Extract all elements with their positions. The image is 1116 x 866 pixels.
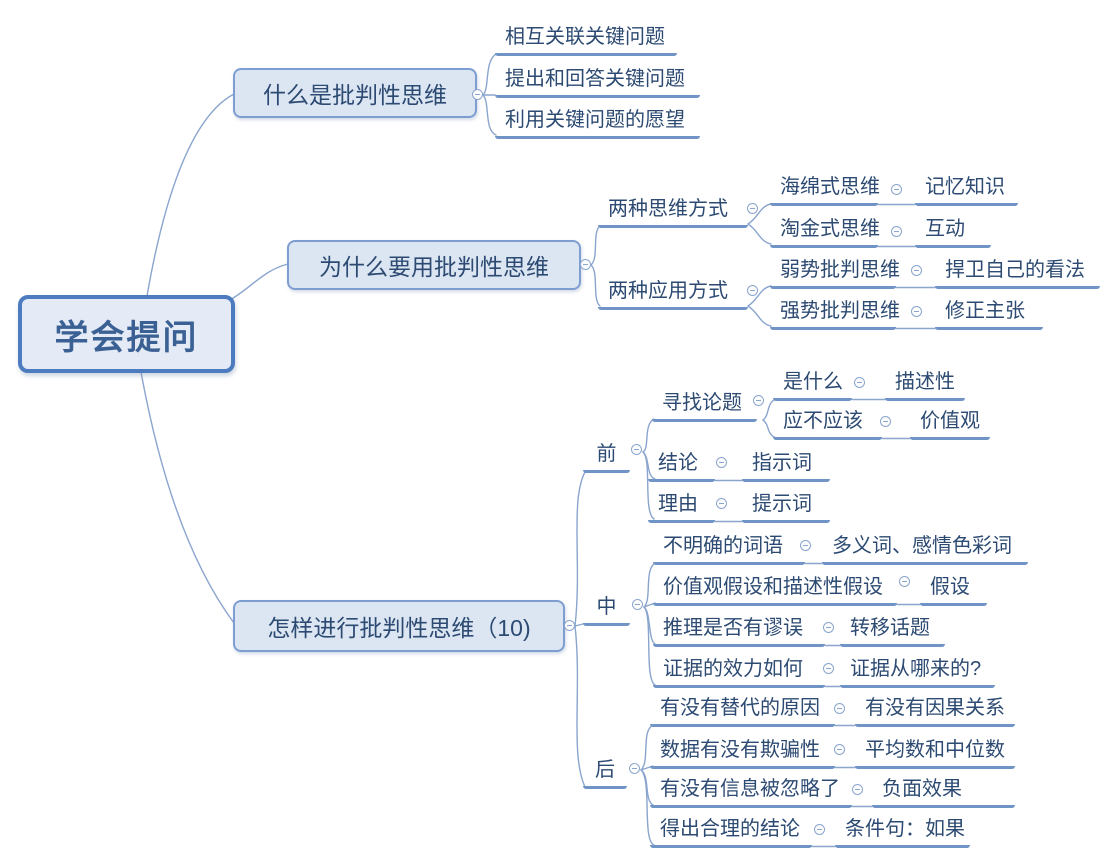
- node-gold-panning-thinking[interactable]: 淘金式思维: [770, 217, 880, 248]
- node-omitted-info[interactable]: 有没有信息被忽略了: [650, 777, 852, 808]
- collapse-icon[interactable]: [823, 663, 834, 674]
- node-interrelated-key-questions[interactable]: 相互关联关键问题: [495, 25, 677, 56]
- branch-why-use-critical-thinking[interactable]: 为什么要用批判性思维: [287, 240, 581, 290]
- node-memorize-knowledge[interactable]: 记忆知识: [915, 175, 1018, 206]
- node-ask-answer-key-questions[interactable]: 提出和回答关键问题: [495, 67, 700, 98]
- collapse-icon[interactable]: [747, 285, 758, 296]
- node-find-issue[interactable]: 寻找论题: [652, 391, 757, 422]
- collapse-icon[interactable]: [834, 744, 845, 755]
- node-assumptions[interactable]: 假设: [920, 575, 987, 606]
- node-defend-own-views[interactable]: 捍卫自己的看法: [935, 258, 1100, 289]
- collapse-icon[interactable]: [911, 306, 922, 317]
- collapse-icon[interactable]: [880, 416, 891, 427]
- node-before[interactable]: 前: [583, 442, 630, 473]
- node-interaction[interactable]: 互动: [915, 217, 991, 248]
- node-conditional-if[interactable]: 条件句：如果: [835, 817, 970, 848]
- node-reason[interactable]: 理由: [648, 492, 715, 523]
- collapse-icon[interactable]: [716, 457, 727, 468]
- node-topic-shift[interactable]: 转移话题: [840, 616, 945, 647]
- collapse-icon[interactable]: [629, 763, 640, 774]
- collapse-icon[interactable]: [631, 444, 642, 455]
- node-evidence-source[interactable]: 证据从哪来的?: [840, 657, 995, 688]
- collapse-icon[interactable]: [814, 824, 825, 835]
- node-descriptive[interactable]: 描述性: [885, 370, 965, 401]
- node-deceptive-statistics[interactable]: 数据有没有欺骗性: [650, 738, 835, 769]
- node-cue-words[interactable]: 提示词: [742, 492, 830, 523]
- node-value-descriptive-assumptions[interactable]: 价值观假设和描述性假设: [653, 575, 897, 606]
- node-reasoning-fallacies[interactable]: 推理是否有谬误: [653, 616, 825, 647]
- node-desire-use-key-questions[interactable]: 利用关键问题的愿望: [495, 108, 700, 139]
- collapse-icon[interactable]: [823, 622, 834, 633]
- collapse-icon[interactable]: [834, 703, 845, 714]
- root-topic[interactable]: 学会提问: [18, 295, 235, 373]
- node-two-application-modes[interactable]: 两种应用方式: [598, 279, 748, 310]
- collapse-icon[interactable]: [911, 265, 922, 276]
- node-mean-median[interactable]: 平均数和中位数: [855, 738, 1015, 769]
- collapse-icon[interactable]: [716, 498, 727, 509]
- collapse-icon[interactable]: [580, 259, 591, 270]
- node-indicator-words[interactable]: 指示词: [742, 451, 830, 482]
- collapse-icon[interactable]: [753, 395, 764, 406]
- node-strong-critical-thinking[interactable]: 强势批判思维: [770, 299, 900, 330]
- node-sponge-thinking[interactable]: 海绵式思维: [770, 175, 880, 206]
- branch-how-to-critical-thinking[interactable]: 怎样进行批判性思维（10): [233, 600, 565, 652]
- collapse-icon[interactable]: [800, 540, 811, 551]
- node-values[interactable]: 价值观: [910, 409, 990, 440]
- collapse-icon[interactable]: [899, 576, 910, 587]
- collapse-icon[interactable]: [632, 599, 643, 610]
- node-alternative-causes[interactable]: 有没有替代的原因: [650, 696, 835, 727]
- node-negative-effects[interactable]: 负面效果: [872, 777, 1015, 808]
- node-what-is[interactable]: 是什么: [773, 370, 852, 401]
- node-evidence-validity[interactable]: 证据的效力如何: [653, 657, 825, 688]
- collapse-icon[interactable]: [564, 620, 575, 631]
- collapse-icon[interactable]: [852, 784, 863, 795]
- collapse-icon[interactable]: [747, 203, 758, 214]
- collapse-icon[interactable]: [854, 377, 865, 388]
- branch-what-is-critical-thinking[interactable]: 什么是批判性思维: [233, 68, 477, 118]
- node-two-thinking-modes[interactable]: 两种思维方式: [598, 197, 748, 228]
- node-weak-critical-thinking[interactable]: 弱势批判思维: [770, 258, 900, 289]
- collapse-icon[interactable]: [472, 89, 483, 100]
- node-middle[interactable]: 中: [583, 595, 630, 626]
- node-conclusion[interactable]: 结论: [648, 451, 715, 482]
- node-should-or-not[interactable]: 应不应该: [773, 409, 882, 440]
- node-revise-claims[interactable]: 修正主张: [935, 299, 1043, 330]
- node-ambiguous-words[interactable]: 不明确的词语: [653, 534, 805, 565]
- node-causal-relation[interactable]: 有没有因果关系: [855, 696, 1015, 727]
- node-after[interactable]: 后: [583, 758, 627, 789]
- node-reasonable-conclusion[interactable]: 得出合理的结论: [650, 817, 812, 848]
- collapse-icon[interactable]: [891, 184, 902, 195]
- node-polysemy-emotive-words[interactable]: 多义词、感情色彩词: [822, 534, 1028, 565]
- collapse-icon[interactable]: [891, 226, 902, 237]
